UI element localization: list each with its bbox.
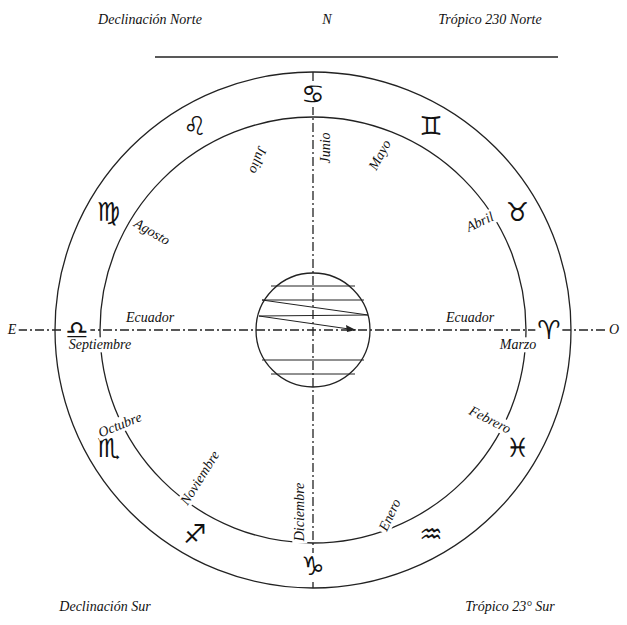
heading-note: Declinación Norte: [96, 12, 204, 27]
parallel: [271, 286, 355, 287]
solstice-axis: [312, 72, 313, 588]
zodiac-sign: ♒: [417, 521, 444, 547]
parallel: [262, 300, 364, 301]
footer-note: Trópico 23° Sur: [463, 599, 557, 614]
direction-letter: N: [320, 12, 333, 27]
arrowhead: [346, 325, 356, 332]
zodiac-sign: ♑: [299, 553, 326, 579]
equator-label: Ecuador: [444, 310, 496, 325]
zodiac-sign: ♌: [181, 113, 208, 139]
zodiac-sign: ♉: [504, 199, 531, 225]
direction-letter: O: [607, 322, 621, 337]
zodiac-sign: ♐: [181, 521, 208, 547]
month-label: Marzo: [498, 337, 539, 352]
heading-note: Trópico 230 Norte: [436, 12, 543, 27]
equator-axis: [18, 329, 612, 330]
zodiac-sign: ♍: [95, 199, 122, 225]
month-label: Diciembre: [292, 481, 307, 544]
ecliptic-path: [259, 300, 368, 330]
zodiac-sign: ♓: [504, 435, 531, 461]
equator-label: Ecuador: [124, 310, 176, 325]
month-label: Septiembre: [67, 337, 133, 352]
footer-note: Declinación Sur: [57, 599, 152, 614]
month-label: Febrero: [465, 402, 516, 438]
month-label: Junio: [318, 130, 333, 165]
parallel: [262, 360, 364, 361]
month-label: Agosto: [130, 215, 175, 250]
globe: [256, 273, 370, 387]
month-label: Enero: [375, 495, 405, 536]
month-label: Julio: [245, 142, 270, 177]
month-label: Mayo: [365, 136, 395, 175]
direction-letter: E: [6, 322, 19, 337]
zodiac-sign: ♈: [535, 317, 562, 343]
zodiac-sign: ♋: [299, 81, 326, 107]
zodiac-sign: ♊: [417, 113, 444, 139]
parallel: [271, 374, 355, 375]
tropic-line: [155, 56, 558, 57]
month-label: Noviembre: [176, 446, 223, 509]
month-label: Abril: [462, 208, 498, 236]
